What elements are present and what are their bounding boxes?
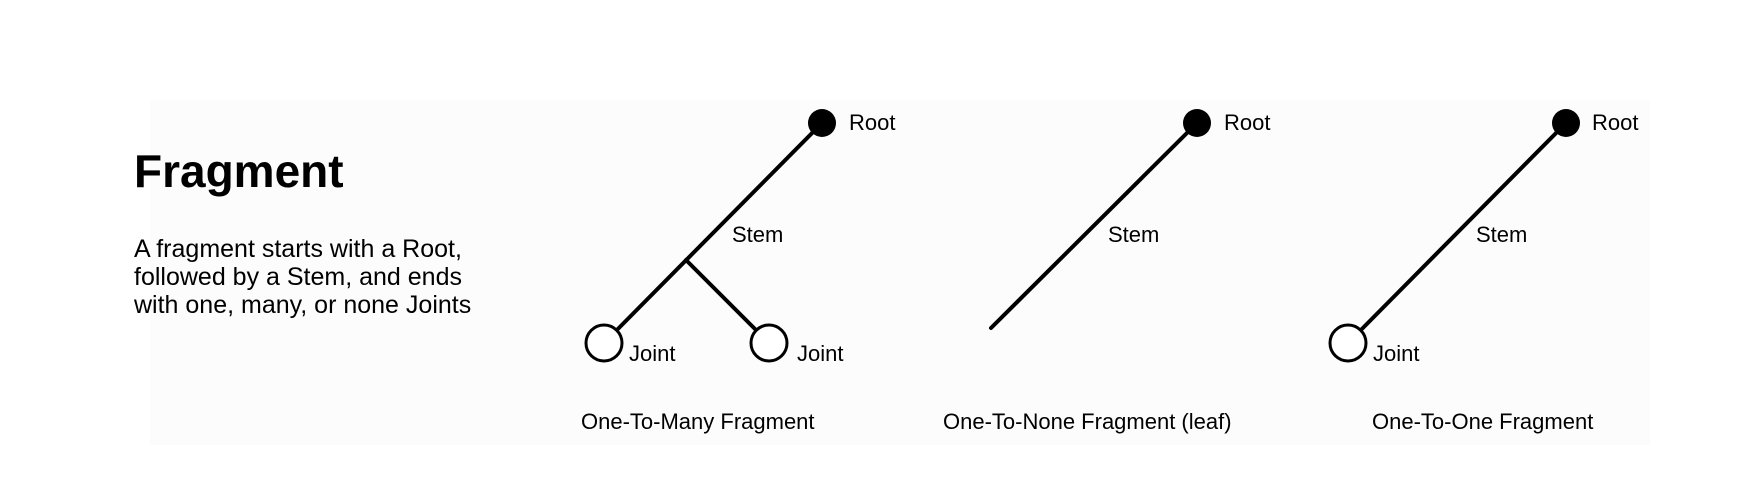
joint-label: Joint <box>797 341 843 366</box>
branch-line <box>684 258 758 332</box>
stem-line <box>602 121 824 345</box>
joint-label: Joint <box>1373 341 1419 366</box>
stem-label: Stem <box>1476 222 1527 247</box>
stem-line <box>989 121 1199 330</box>
root-node <box>1183 109 1211 137</box>
joint-node <box>1328 323 1368 363</box>
joint-node <box>584 323 624 363</box>
root-label: Root <box>1224 110 1270 135</box>
root-label: Root <box>1592 110 1638 135</box>
diagram-one-to-none: Root Stem One-To-None Fragment (leaf) <box>943 109 1270 434</box>
joint-label: Joint <box>629 341 675 366</box>
diagram-one-to-one: Root Stem Joint One-To-One Fragment <box>1328 109 1638 434</box>
fragment-description: A fragment starts with a Root, followed … <box>134 235 472 319</box>
stem-line <box>1346 121 1568 345</box>
stem-label: Stem <box>1108 222 1159 247</box>
root-node <box>1552 109 1580 137</box>
joint-node <box>749 323 789 363</box>
diagram-caption: One-To-None Fragment (leaf) <box>943 409 1232 434</box>
page-title: Fragment <box>134 145 344 197</box>
root-node <box>808 109 836 137</box>
root-label: Root <box>849 110 895 135</box>
diagram-caption: One-To-One Fragment <box>1372 409 1593 434</box>
diagram-caption: One-To-Many Fragment <box>581 409 815 434</box>
stem-label: Stem <box>732 222 783 247</box>
diagram-one-to-many: Root Stem Joint Joint One-To-Many Fragme… <box>581 109 895 434</box>
content-panel <box>150 100 1650 445</box>
